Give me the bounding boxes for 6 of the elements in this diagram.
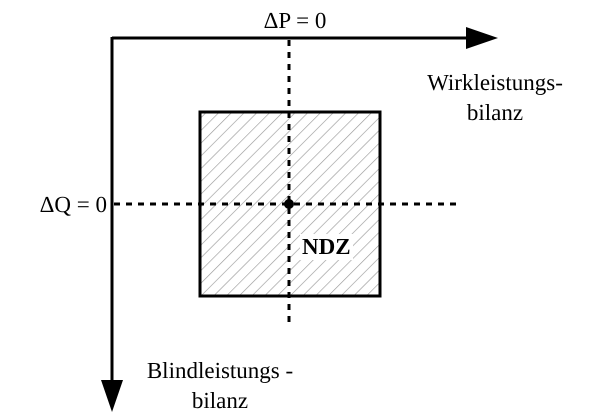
axis-label: ΔQ = 0: [38, 191, 107, 219]
region-label: NDZ: [300, 234, 353, 260]
axis-title: Wirkleistungs- bilanz: [426, 69, 564, 127]
axis-title: Blindleistungs -bilanz: [146, 357, 294, 415]
axis-label: ΔP = 0: [262, 7, 328, 35]
hatched-square: [198, 110, 382, 298]
